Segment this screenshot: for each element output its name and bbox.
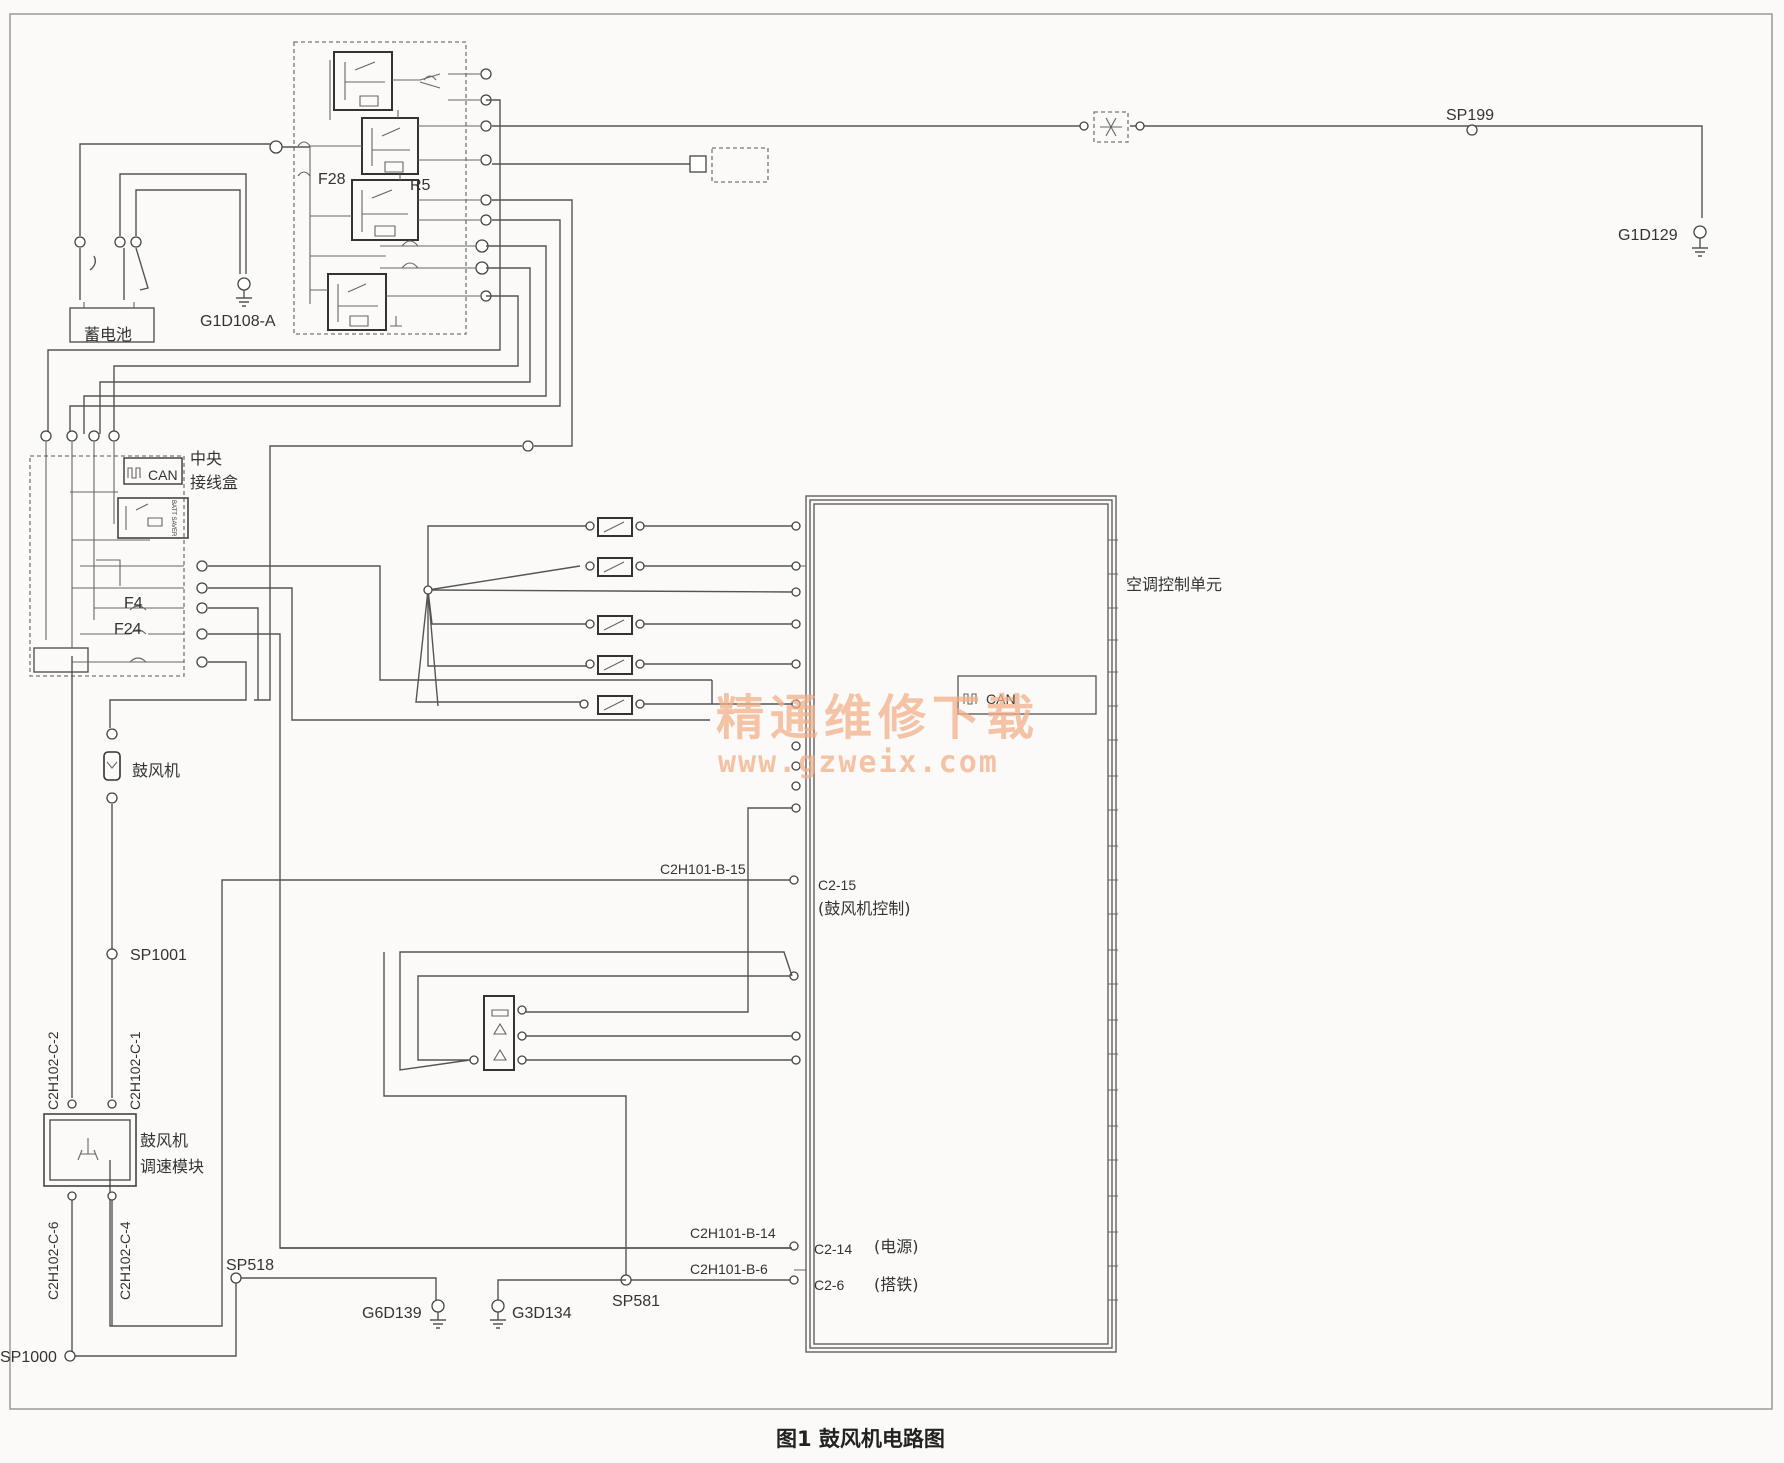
label-g1d108a: G1D108-A: [200, 313, 276, 330]
sensor-blocks: [415, 517, 645, 715]
label-c2-6: C2-6: [814, 1277, 845, 1293]
label-g3d134: G3D134: [512, 1305, 572, 1322]
ac-control-unit: [805, 495, 1117, 1353]
can-block: [123, 457, 183, 485]
diode-block: [1093, 111, 1129, 143]
label-c2-15-desc: (鼓风机控制): [818, 899, 911, 918]
label-module-1: 鼓风机: [140, 1131, 188, 1150]
blower-speed-module: [43, 1099, 137, 1201]
label-sp518: SP518: [226, 1257, 274, 1274]
splice-sp1000: [64, 1350, 76, 1362]
label-central-junction-2: 接线盒: [190, 473, 238, 492]
label-c2h102-c2: C2H102-C-2: [45, 1031, 61, 1110]
label-f24: F24: [114, 621, 142, 638]
ground-g3d134-icon: [490, 1279, 626, 1329]
label-ac-control-unit: 空调控制单元: [1126, 575, 1222, 594]
ground-g1d129-icon: [1692, 225, 1708, 257]
label-c2-14-desc: (电源): [874, 1237, 919, 1256]
label-c2h102-c1: C2H102-C-1: [127, 1031, 143, 1110]
connector-block: [689, 155, 707, 173]
central-junction-box: [29, 430, 208, 677]
batt-saver-relay: [117, 497, 189, 539]
ac-can-block: [957, 675, 1097, 715]
label-sp199: SP199: [1446, 107, 1494, 124]
label-f28: F28: [318, 171, 346, 188]
label-c2h102-c4: C2H102-C-4: [117, 1221, 133, 1300]
blower-motor-icon: [103, 728, 121, 804]
watermark-cn: 精通维修下载: [716, 690, 1040, 746]
label-g6d139: G6D139: [362, 1305, 422, 1322]
label-battery: 蓄电池: [84, 325, 132, 344]
label-c2-14: C2-14: [814, 1241, 852, 1257]
label-r5: R5: [410, 177, 431, 194]
fuse-relay-box: [293, 41, 492, 335]
splice-sp199: [1466, 124, 1478, 136]
diagram-frame: [9, 13, 1773, 1410]
label-batt-saver: BATT SAVER: [170, 500, 176, 537]
label-c2h101-b15: C2H101-B-15: [660, 861, 746, 877]
label-f4: F4: [124, 595, 143, 612]
splice-sp518: [230, 1272, 242, 1284]
acu-left-pins: [789, 521, 801, 1285]
battery-terminal: [269, 140, 283, 154]
label-c2h101-b14: C2H101-B-14: [690, 1225, 776, 1241]
battery: [69, 236, 155, 343]
ground-g6d139-icon: [430, 1299, 446, 1329]
label-c2h102-c6: C2H102-C-6: [45, 1221, 61, 1300]
label-can-acu: CAN: [986, 691, 1016, 707]
label-sp581: SP581: [612, 1293, 660, 1310]
label-g1d129: G1D129: [1618, 227, 1678, 244]
label-sp1000: SP1000: [0, 1349, 57, 1366]
label-c2-6-desc: (搭铁): [874, 1275, 919, 1294]
figure-caption: 图1 鼓风机电路图: [776, 1427, 945, 1451]
lower-sensor-block: [469, 995, 527, 1071]
label-c2h101-b6: C2H101-B-6: [690, 1261, 768, 1277]
label-c2-15: C2-15: [818, 877, 856, 893]
splice-sp1001: [106, 948, 118, 960]
label-can-junction: CAN: [148, 467, 178, 483]
watermark-url: www.gzweix.com: [718, 745, 999, 780]
label-central-junction-1: 中央: [190, 449, 222, 468]
label-module-2: 调速模块: [140, 1157, 204, 1176]
label-sp1001: SP1001: [130, 947, 187, 964]
label-blower: 鼓风机: [132, 761, 180, 780]
ground-g1d108a-icon: [236, 277, 252, 307]
